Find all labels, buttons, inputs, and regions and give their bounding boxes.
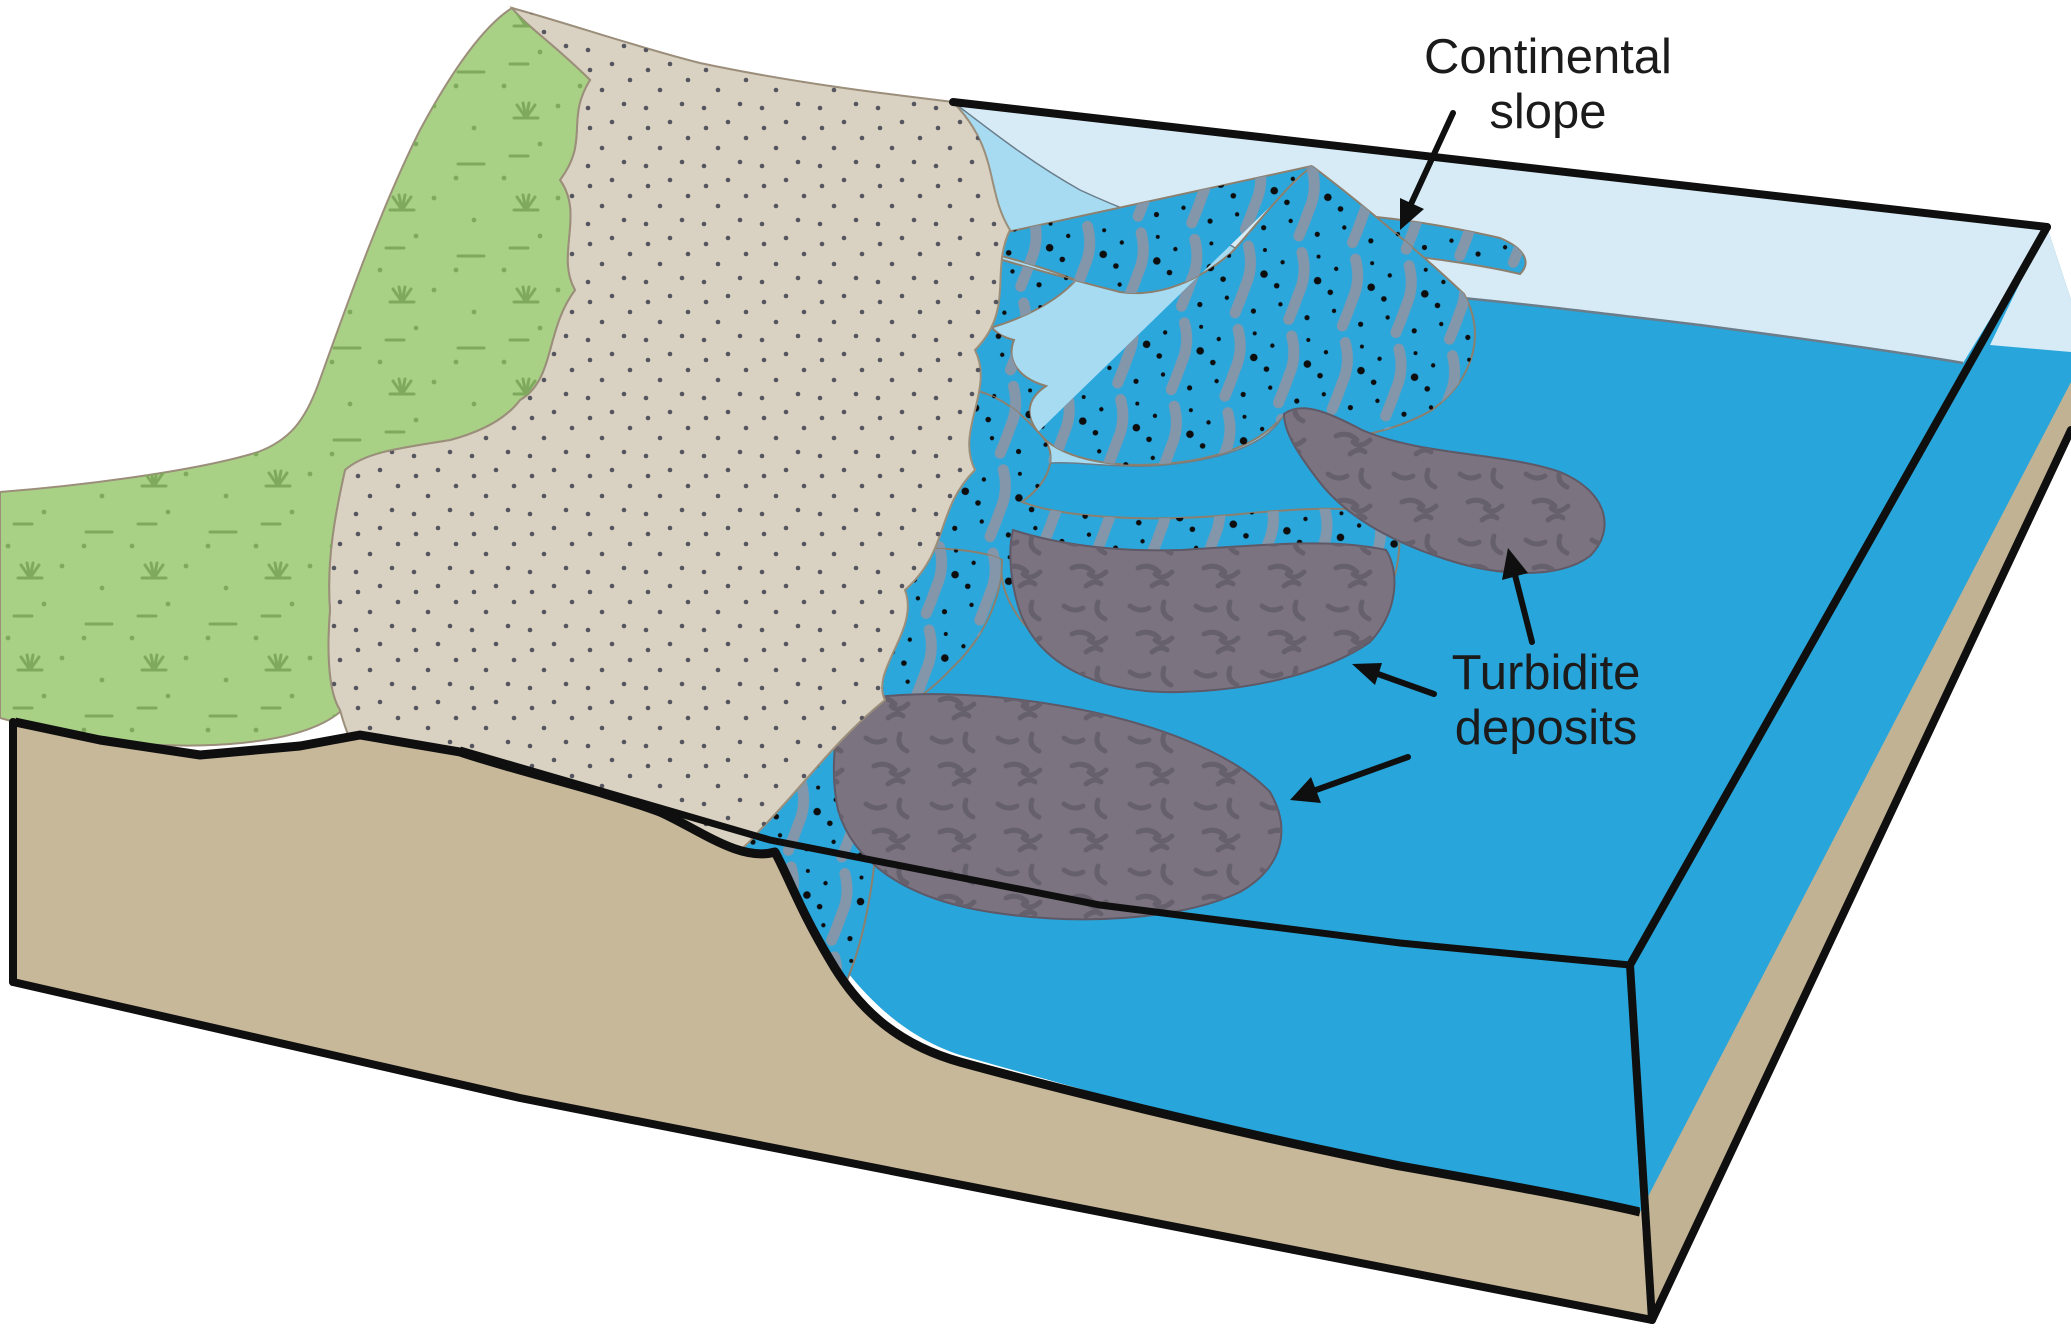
turbidite-deposit-1-texture <box>1284 408 1605 573</box>
front-face <box>13 717 1652 1320</box>
fan-lobe-upper-texture <box>896 166 1475 484</box>
edge-right-top <box>1626 223 2051 969</box>
continental-slope-label-line1: Continental <box>1424 30 1672 84</box>
front-face-sediment <box>13 722 1652 1320</box>
continental-slope-label: Continental slope <box>1368 30 1728 141</box>
turbidite-deposit-2-texture <box>1010 530 1395 693</box>
right-face-water <box>1630 227 2071 1212</box>
land-grass-texture <box>0 8 590 746</box>
edge-front-right <box>1626 961 1656 1324</box>
turbidite-deposits-group <box>832 407 1606 921</box>
annotation-arrows <box>1290 110 1535 803</box>
turbidite-deposits-label-line2: deposits <box>1454 701 1638 756</box>
block-edges <box>9 98 2071 1324</box>
turbidite-arrow-1 <box>1502 548 1535 645</box>
turbidite-deposits-label-line1: Turbidite <box>1451 646 1641 700</box>
right-face <box>1630 227 2071 1320</box>
turbidite-arrow-3 <box>1290 754 1411 803</box>
edge-bottom-front <box>9 978 1656 1324</box>
sea-level-front-edge <box>459 746 1631 969</box>
turbidite-deposits-label: Turbidite deposits <box>1396 646 1696 757</box>
edge-rear-top <box>949 98 2051 231</box>
right-face-surface-water <box>1990 227 2071 352</box>
continental-slope-label-line2: slope <box>1489 85 1607 140</box>
edge-right-bottom <box>1648 426 2071 1324</box>
beach-sand-stipple <box>328 8 1011 868</box>
rear-sea-surface-band <box>953 102 2047 363</box>
coastal-land <box>0 6 1012 869</box>
turbidite-arrow-2 <box>1352 663 1437 697</box>
continental-slope-arrow <box>1400 110 1456 230</box>
turbidite-deposit-3-texture <box>833 694 1282 920</box>
